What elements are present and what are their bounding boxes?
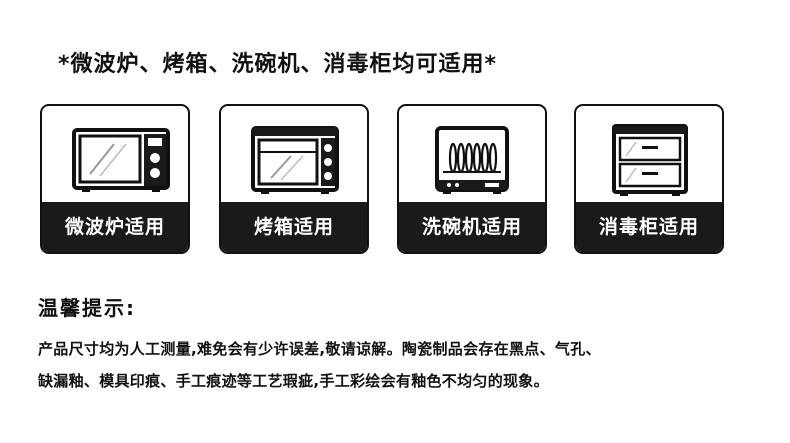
notice-line: 产品尺寸均为人工测量,难免会有少许误差,敬请谅解。陶瓷制品会存在黑点、气孔、 <box>38 340 601 358</box>
card-label: 洗碗机适用 <box>399 202 545 252</box>
card-label: 消毒柜适用 <box>576 202 722 252</box>
card-disinfection-cabinet: 消毒柜适用 <box>574 104 724 254</box>
notice-title: 温馨提示: <box>38 296 136 320</box>
compatibility-headline: *微波炉、烤箱、洗碗机、消毒柜均可适用* <box>58 52 498 77</box>
oven-icon <box>251 126 339 194</box>
disinfection-cabinet-icon <box>612 124 688 196</box>
card-label: 微波炉适用 <box>42 202 188 252</box>
card-oven: 烤箱适用 <box>219 104 369 254</box>
card-label: 烤箱适用 <box>221 202 367 252</box>
card-dishwasher: 洗碗机适用 <box>397 104 547 254</box>
card-microwave: 微波炉适用 <box>40 104 190 254</box>
notice-line: 缺漏釉、模具印痕、手工痕迹等工艺瑕疵,手工彩绘会有釉色不均匀的现象。 <box>38 372 549 390</box>
microwave-icon <box>72 128 170 192</box>
dishwasher-icon <box>435 126 509 194</box>
